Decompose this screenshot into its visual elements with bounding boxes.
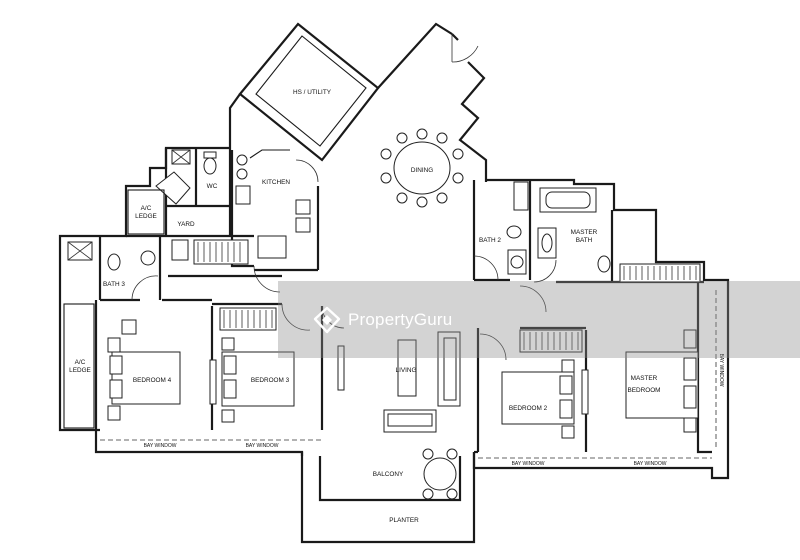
yard-tub <box>171 239 189 261</box>
label-bedroom3: BEDROOM 3 <box>251 377 290 384</box>
bath2-toilet <box>506 225 522 239</box>
ac-ledge-top-box <box>127 189 165 235</box>
ac-ledge-left-box <box>63 303 95 429</box>
kitchen-appliance <box>257 235 287 259</box>
entry-diagonal-wall <box>377 22 453 89</box>
kitchen-door-swing <box>295 159 319 183</box>
master-bed <box>625 329 699 433</box>
master-bay-inner-wall <box>696 282 712 454</box>
label-bay-window-master: BAY WINDOW <box>634 461 667 467</box>
master-bath-door-swing <box>533 259 557 283</box>
bedroom3-bed <box>209 337 295 423</box>
kitchen-left-wall <box>228 93 241 148</box>
right-outer-wall <box>472 178 730 480</box>
label-bay-window-master-side: BAY WINDOW <box>718 354 724 387</box>
label-bay-window-b4: BAY WINDOW <box>144 443 177 449</box>
watermark-band <box>278 281 800 358</box>
entry-stepped-wall <box>458 61 488 182</box>
hs-utility-inner-wall <box>255 35 367 147</box>
kitchen-hob-1 <box>236 154 248 166</box>
label-ac-ledge-top-1: A/C <box>141 205 152 212</box>
kitchen-hob-2 <box>236 168 248 180</box>
label-master-bath-1: MASTER <box>571 229 598 236</box>
kitchen-washer <box>295 217 311 233</box>
watermark-text: PropertyGuru <box>348 310 453 329</box>
bedroom4-desk <box>121 319 137 335</box>
label-wc: WC <box>207 183 218 190</box>
label-bath2: BATH 2 <box>479 237 501 244</box>
kitchen-fridge <box>295 199 311 215</box>
wardrobe-bedroom2 <box>519 329 583 353</box>
balcony-outer-wall <box>300 452 476 544</box>
label-ac-ledge-top-2: LEDGE <box>135 213 157 220</box>
wardrobe-bedroom3 <box>219 307 277 331</box>
bedroom4-bed <box>107 319 181 421</box>
dining-set <box>380 128 464 208</box>
balcony-inner-wall <box>318 456 462 502</box>
bath3-basin <box>140 250 156 266</box>
label-yard: YARD <box>177 221 195 228</box>
label-ac-ledge-left-2: LEDGE <box>69 367 91 374</box>
bedroom3-tv <box>209 359 217 405</box>
label-living: LIVING <box>396 367 417 374</box>
wc-toilet <box>203 157 217 175</box>
label-ac-ledge-left-1: A/C <box>75 359 86 366</box>
bedroom2-door-swing <box>479 333 507 361</box>
kitchen-sink <box>235 185 251 205</box>
balcony-set <box>422 448 458 500</box>
label-bay-window-b2: BAY WINDOW <box>512 461 545 467</box>
bedroom2-bed <box>501 359 589 439</box>
entry-wall-end <box>451 33 459 41</box>
label-master-bedroom-1: MASTER <box>631 375 658 382</box>
kitchen-inner-counter <box>249 149 290 159</box>
propertyguru-house-icon <box>313 306 341 334</box>
label-bath3: BATH 3 <box>103 281 125 288</box>
label-planter: PLANTER <box>389 517 419 524</box>
kitchen-corridor-door-swing <box>253 265 281 293</box>
main-door-swing <box>451 34 479 63</box>
bedroom3-door-swing <box>281 303 311 331</box>
living-set <box>337 331 461 433</box>
bath2-shower <box>513 181 529 211</box>
bath3-door-swing <box>131 275 159 301</box>
kitchen-counter-wall <box>230 150 254 268</box>
fixtures <box>63 128 699 500</box>
bath3-toilet <box>107 253 121 271</box>
label-bay-window-b3: BAY WINDOW <box>246 443 279 449</box>
label-master-bath-2: BATH <box>576 237 593 244</box>
wardrobe-kitchen <box>193 239 249 265</box>
label-balcony: BALCONY <box>373 471 404 478</box>
master-bath-toilet <box>597 255 611 273</box>
label-hs-utility: HS / UTILITY <box>293 89 332 96</box>
label-kitchen: KITCHEN <box>262 179 290 186</box>
watermark-logo: PropertyGuru <box>312 305 452 335</box>
coffee-table <box>397 339 417 397</box>
wardrobe-master <box>619 263 701 283</box>
master-door-swing <box>519 285 547 313</box>
label-master-bedroom-2: BEDROOM <box>627 387 660 394</box>
bedroom2-tv <box>581 369 589 415</box>
label-bedroom2: BEDROOM 2 <box>509 405 548 412</box>
wardrobes <box>193 239 701 353</box>
wc-shower-diamond <box>155 171 191 205</box>
label-bedroom4: BEDROOM 4 <box>133 377 172 384</box>
room-labels: HS / UTILITY DINING WC KITCHEN A/C LEDGE… <box>69 89 724 524</box>
label-dining: DINING <box>411 167 433 174</box>
hs-utility-outer-wall <box>238 22 380 162</box>
tv-console <box>337 345 345 391</box>
bath2-door-swing <box>473 255 499 281</box>
